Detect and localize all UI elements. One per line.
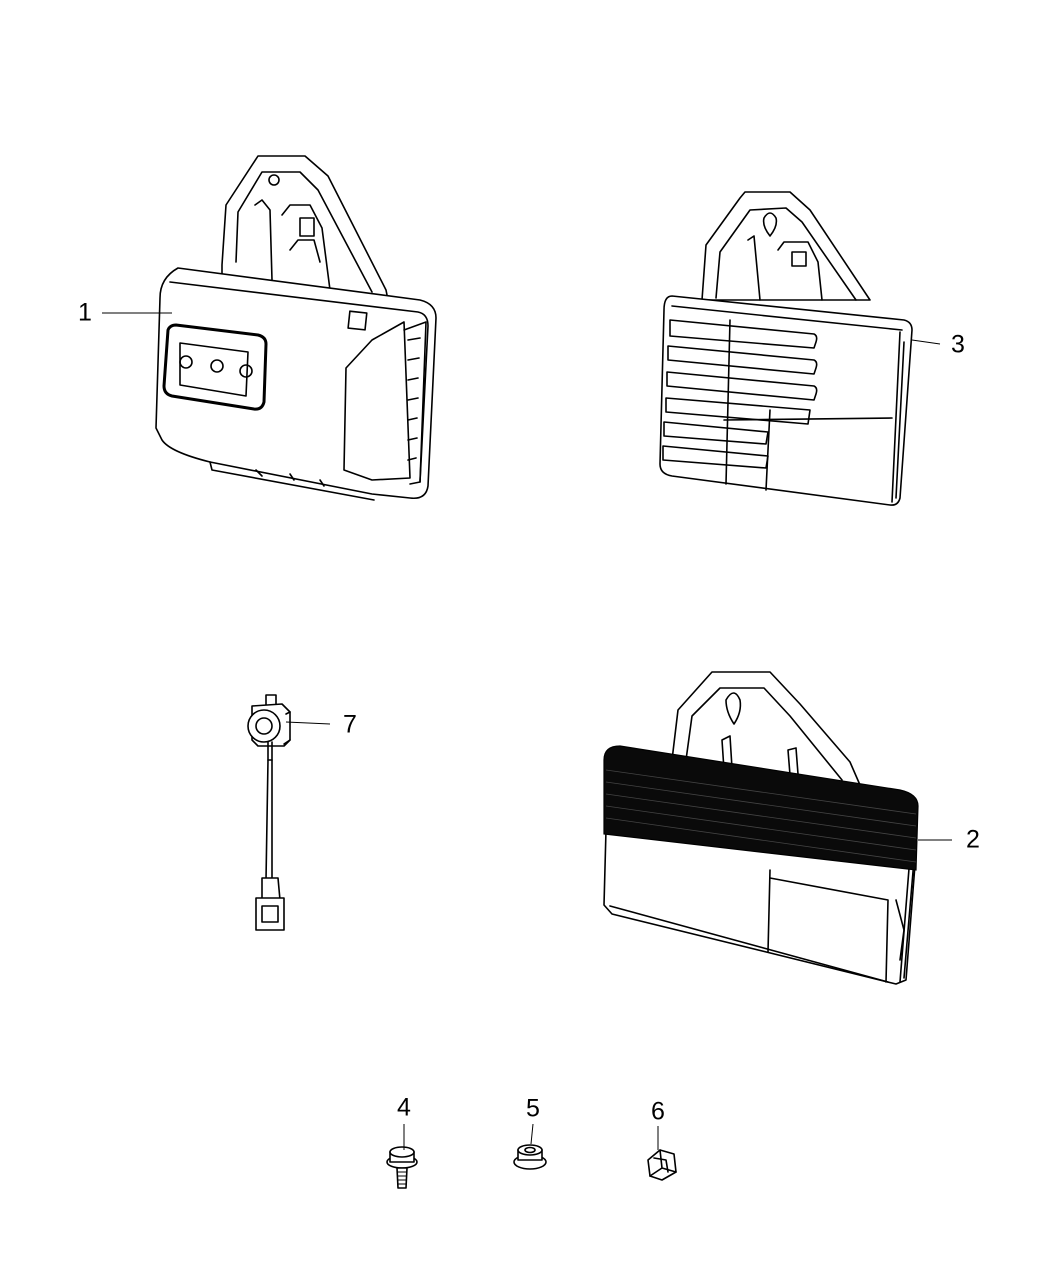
callout-5: 5 [526,1094,540,1123]
part-2-amplifier [603,671,919,985]
part-5-nut [513,1144,547,1170]
callout-6: 6 [651,1097,665,1126]
part-3-module [659,191,913,506]
part-1-module [155,155,437,501]
part-4-bolt [386,1146,418,1189]
callout-4: 4 [397,1093,411,1122]
part-7-sensor [247,694,291,931]
leader-lines [102,312,952,1150]
callout-3: 3 [951,330,965,359]
callout-1: 1 [78,298,92,327]
callout-7: 7 [343,710,357,739]
callout-2: 2 [966,825,980,854]
part-6-clip [647,1149,677,1181]
